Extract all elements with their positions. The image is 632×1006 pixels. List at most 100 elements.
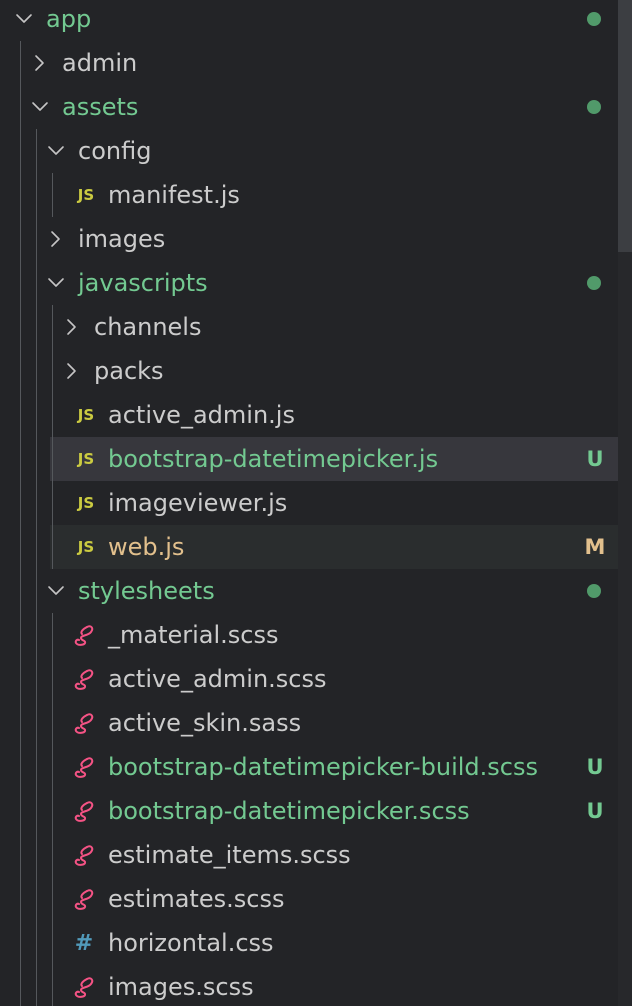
js-icon: JS <box>72 393 100 437</box>
scrollbar-thumb[interactable] <box>618 0 632 252</box>
git-status-badge: M <box>584 535 606 559</box>
sass-icon <box>72 833 96 877</box>
indent-guide <box>20 349 21 393</box>
indent-guide <box>36 877 37 921</box>
tree-item-label: stylesheets <box>78 577 215 605</box>
indent-guide <box>52 437 53 481</box>
indent-guide <box>20 261 21 305</box>
indent-guide <box>52 789 53 833</box>
indent-guide <box>52 965 53 1006</box>
folder-twistie[interactable] <box>46 569 66 613</box>
tree-item-label: packs <box>94 357 164 385</box>
hash-icon: # <box>72 921 96 965</box>
indent-guide <box>52 657 53 701</box>
tree-item-label: estimates.scss <box>108 885 285 913</box>
indent-guide <box>20 305 21 349</box>
tree-row-app[interactable]: app <box>0 0 632 41</box>
folder-twistie[interactable] <box>46 217 66 261</box>
tree-row-material-scss[interactable]: _material.scss <box>0 613 632 657</box>
indent-guide <box>36 349 37 393</box>
indent-guide <box>36 261 37 305</box>
git-status-badge: U <box>586 755 604 779</box>
chevron-down-icon[interactable] <box>14 9 34 29</box>
chevron-right-icon[interactable] <box>30 53 50 73</box>
git-changes-dot-icon <box>587 584 601 598</box>
chevron-down-icon[interactable] <box>46 273 66 293</box>
folder-twistie[interactable] <box>30 85 50 129</box>
indent-guide <box>36 173 37 217</box>
indent-guide <box>20 217 21 261</box>
vertical-scrollbar[interactable] <box>618 0 632 1006</box>
sass-icon <box>72 877 96 921</box>
tree-row-stylesheets[interactable]: stylesheets <box>0 569 632 613</box>
chevron-down-icon[interactable] <box>46 141 66 161</box>
chevron-right-icon[interactable] <box>46 229 66 249</box>
indent-guide <box>36 217 37 261</box>
tree-row-config[interactable]: config <box>0 129 632 173</box>
indent-guide <box>52 525 53 569</box>
js-icon: JS <box>72 173 100 217</box>
chevron-right-icon[interactable] <box>62 361 82 381</box>
sass-icon <box>72 657 96 701</box>
indent-guide <box>36 569 37 613</box>
tree-row-channels[interactable]: channels <box>0 305 632 349</box>
indent-guide <box>52 745 53 789</box>
tree-row-estimates-scss[interactable]: estimates.scss <box>0 877 632 921</box>
chevron-down-icon[interactable] <box>46 581 66 601</box>
indent-guide <box>52 613 53 657</box>
indent-guide <box>36 833 37 877</box>
indent-guide <box>20 657 21 701</box>
indent-guide <box>20 393 21 437</box>
indent-guide <box>36 393 37 437</box>
tree-item-label: config <box>78 137 152 165</box>
indent-guide <box>20 85 21 129</box>
indent-guide <box>20 701 21 745</box>
tree-row-images-scss[interactable]: images.scss <box>0 965 632 1006</box>
tree-item-label: assets <box>62 93 139 121</box>
indent-guide <box>36 921 37 965</box>
folder-twistie[interactable] <box>14 0 34 41</box>
indent-guide <box>52 305 53 349</box>
tree-row-assets[interactable]: assets <box>0 85 632 129</box>
js-icon-text: JS <box>77 450 95 468</box>
indent-guide <box>20 613 21 657</box>
js-icon-text: JS <box>77 538 95 556</box>
tree-item-label: active_skin.sass <box>108 709 302 737</box>
chevron-down-icon[interactable] <box>30 97 50 117</box>
folder-twistie[interactable] <box>30 41 50 85</box>
folder-twistie[interactable] <box>46 261 66 305</box>
indent-guide <box>20 833 21 877</box>
folder-twistie[interactable] <box>62 349 82 393</box>
tree-row-packs[interactable]: packs <box>0 349 632 393</box>
folder-twistie[interactable] <box>62 305 82 349</box>
folder-twistie[interactable] <box>46 129 66 173</box>
tree-item-label: imageviewer.js <box>108 489 288 517</box>
tree-row-estimate-items-scss[interactable]: estimate_items.scss <box>0 833 632 877</box>
indent-guide <box>36 613 37 657</box>
tree-row-bootstrap-datetimepicker-build-scss[interactable]: bootstrap-datetimepicker-build.scss U <box>0 745 632 789</box>
tree-row-horizontal-css[interactable]: # horizontal.css <box>0 921 632 965</box>
hover-highlight <box>50 525 632 569</box>
chevron-right-icon[interactable] <box>62 317 82 337</box>
hash-icon-text: # <box>74 930 94 956</box>
tree-item-label: bootstrap-datetimepicker.js <box>108 445 439 473</box>
indent-guide <box>36 129 37 173</box>
tree-row-images[interactable]: images <box>0 217 632 261</box>
git-changes-dot-icon <box>587 100 601 114</box>
indent-guide <box>36 305 37 349</box>
tree-row-active-admin-scss[interactable]: active_admin.scss <box>0 657 632 701</box>
tree-row-javascripts[interactable]: javascripts <box>0 261 632 305</box>
tree-item-label: bootstrap-datetimepicker-build.scss <box>108 753 538 781</box>
tree-row-active-skin-sass[interactable]: active_skin.sass <box>0 701 632 745</box>
tree-row-admin[interactable]: admin <box>0 41 632 85</box>
indent-guide <box>36 789 37 833</box>
tree-item-label: horizontal.css <box>108 929 274 957</box>
js-icon-text: JS <box>77 406 95 424</box>
git-changes-dot-icon <box>587 276 601 290</box>
